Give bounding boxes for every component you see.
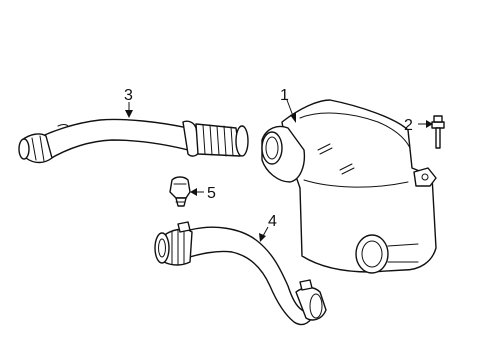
- part-5-sensor: [169, 176, 191, 207]
- part-3-upper-pipe: [18, 118, 249, 164]
- callout-label-4: 4: [268, 213, 277, 230]
- callout-label-3: 3: [124, 87, 133, 104]
- callout-leaders: [125, 99, 433, 242]
- part-2-bolt: [431, 115, 445, 149]
- part-4-lower-pipe: [154, 221, 327, 326]
- callout-label-1: 1: [280, 87, 289, 104]
- callout-label-2: 2: [404, 117, 413, 134]
- callout-label-5: 5: [207, 185, 216, 202]
- part-1-housing: [261, 99, 437, 274]
